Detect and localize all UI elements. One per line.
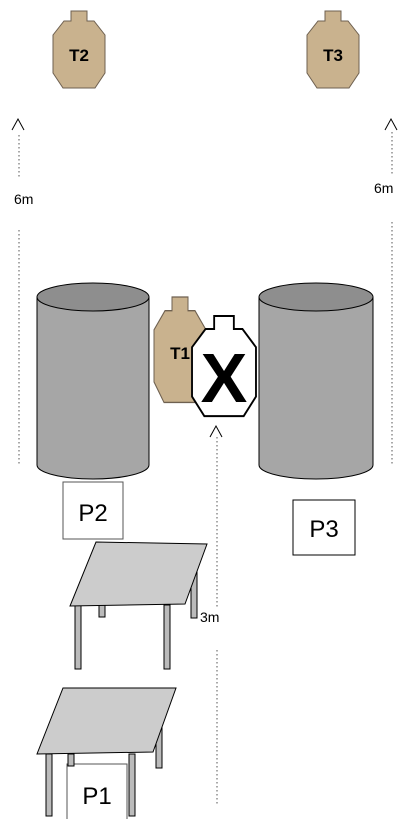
target-t1-label: T1	[170, 344, 190, 363]
table-icon	[69, 541, 208, 670]
distance-lines	[18, 132, 393, 805]
no-shoot-target: X	[191, 315, 257, 418]
position-p1: P1	[66, 763, 128, 819]
position-p2: P2	[62, 481, 124, 540]
left-distance-label: 6m	[14, 191, 33, 207]
position-p1-label: P1	[82, 783, 111, 810]
position-p3-label: P3	[309, 516, 338, 543]
barrel-icon	[36, 282, 150, 480]
arrow-up-icon	[11, 117, 25, 131]
target-t1: T1	[153, 296, 207, 404]
position-p2-label: P2	[78, 500, 107, 527]
target-t2-label: T2	[69, 46, 89, 65]
target-t3: T3	[306, 10, 360, 89]
target-t3-label: T3	[323, 46, 343, 65]
table-icon	[36, 687, 177, 817]
right-distance-label: 6m	[374, 180, 393, 196]
no-shoot-mark: X	[201, 339, 248, 417]
position-p3: P3	[292, 499, 356, 556]
arrow-up-icon	[384, 117, 398, 131]
center-distance-label: 3m	[200, 609, 219, 625]
barrel-icon	[258, 282, 374, 480]
target-t2: T2	[52, 10, 106, 89]
arrow-heads	[11, 117, 398, 438]
arrow-up-icon	[209, 424, 223, 438]
